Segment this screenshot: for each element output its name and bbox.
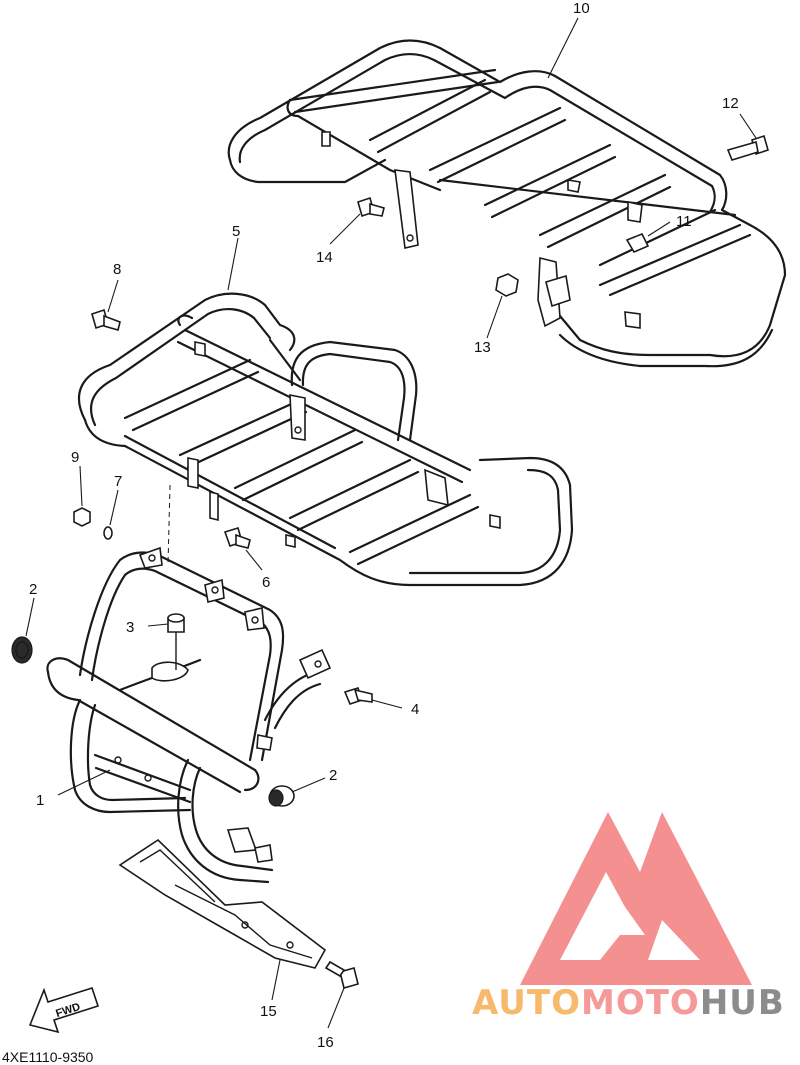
front-carrier [77, 292, 574, 587]
bolt-6 [223, 526, 251, 549]
fwd-arrow-icon: FWD [28, 986, 100, 1034]
callout-15: 15 [260, 1003, 277, 1020]
bolt-16 [324, 960, 359, 989]
callout-9: 9 [71, 449, 79, 466]
watermark-hub: HUB [700, 983, 785, 1023]
callout-4: 4 [411, 701, 419, 718]
callouts: 1 2 2 3 4 5 6 7 8 9 10 11 12 13 14 15 16 [29, 0, 739, 1051]
callout-11: 11 [676, 213, 692, 230]
callout-10: 10 [573, 0, 590, 17]
callout-6: 6 [262, 574, 270, 591]
callout-16: 16 [317, 1034, 334, 1051]
collar-11 [625, 232, 650, 254]
damper [167, 613, 185, 670]
callout-14: 14 [316, 249, 333, 266]
bolt-12 [726, 134, 769, 161]
callout-2-right: 2 [329, 767, 337, 784]
nut-13 [495, 273, 519, 297]
diagram-code: 4XE1110-9350 [2, 1049, 94, 1065]
skid-plate [118, 838, 327, 969]
rear-carrier [227, 39, 787, 368]
callout-13: 13 [474, 339, 491, 356]
callout-3: 3 [126, 619, 134, 636]
watermark-text: AUTOMOTOHUB [472, 983, 785, 1023]
bolt-14 [357, 196, 385, 218]
callout-8: 8 [113, 261, 121, 278]
nut-9 [73, 507, 91, 527]
end-cap-left [11, 636, 33, 664]
callout-5: 5 [232, 223, 240, 240]
front-guard [46, 546, 332, 884]
watermark-moto: MOTO [581, 983, 700, 1023]
watermark-triangle [520, 812, 752, 985]
end-cap-right [268, 785, 295, 807]
leader-lines [25, 17, 757, 1029]
bolt-8 [91, 308, 121, 331]
callout-12: 12 [722, 95, 739, 112]
watermark-logo [520, 812, 752, 985]
callout-7: 7 [114, 473, 122, 490]
callout-1: 1 [36, 792, 44, 809]
callout-2-left: 2 [29, 581, 37, 598]
alignment-line [167, 484, 171, 566]
watermark-auto: AUTO [472, 983, 581, 1023]
washer-7 [103, 526, 113, 540]
bolt-4 [343, 687, 373, 705]
